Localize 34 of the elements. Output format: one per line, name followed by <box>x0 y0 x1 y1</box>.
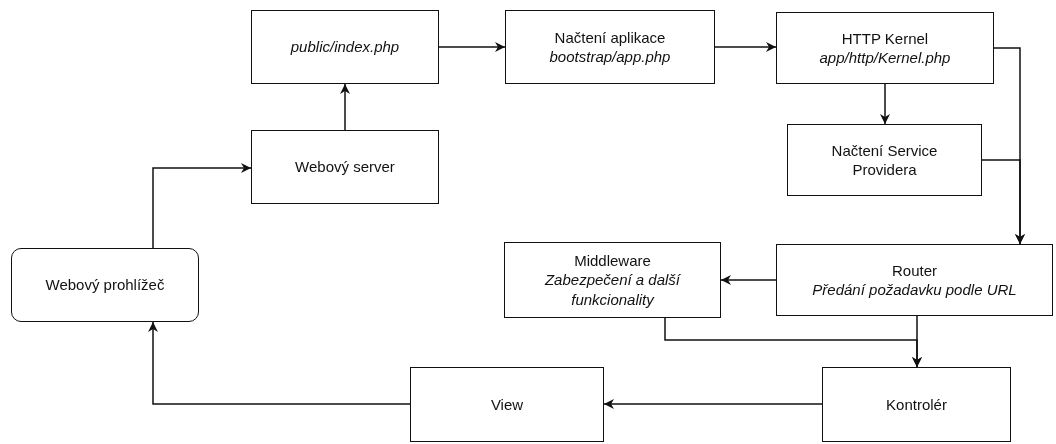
process-box <box>504 242 721 318</box>
arrow <box>720 275 777 285</box>
arrow <box>148 321 411 405</box>
node-detail: public/index.php <box>290 37 400 57</box>
node-detail: Zabezpečení a další funkcionality <box>543 270 682 310</box>
process-box <box>776 12 994 84</box>
arrow <box>152 163 252 249</box>
node-detail: Předání požadavku podle URL <box>812 280 1017 300</box>
node-title: Načtení Service Providera <box>830 140 939 180</box>
arrow <box>340 83 350 131</box>
process-box <box>787 124 982 196</box>
node-title: Načtení aplikace <box>554 27 666 47</box>
node-detail: app/http/Kernel.php <box>819 48 951 68</box>
arrow <box>880 83 890 125</box>
node-detail: bootstrap/app.php <box>549 47 671 67</box>
process-box <box>822 367 1011 442</box>
node-title: HTTP Kernel <box>841 28 929 48</box>
process-box <box>251 130 439 204</box>
node-title: View <box>490 394 524 415</box>
node-title: Webový prohlížeč <box>45 275 165 295</box>
process-box <box>410 367 604 442</box>
arrow <box>438 42 506 52</box>
arrow <box>603 399 823 409</box>
process-box <box>776 244 1053 316</box>
process-box <box>251 10 439 84</box>
node-title: Webový server <box>295 157 395 177</box>
arrow <box>981 159 1025 245</box>
node-title: Router <box>892 260 937 280</box>
process-box <box>505 10 715 84</box>
node-title: Kontrolér <box>886 394 947 415</box>
arrow <box>714 42 777 52</box>
rounded-box <box>11 248 199 322</box>
node-title: Middleware <box>574 250 651 271</box>
arrow <box>664 317 922 368</box>
